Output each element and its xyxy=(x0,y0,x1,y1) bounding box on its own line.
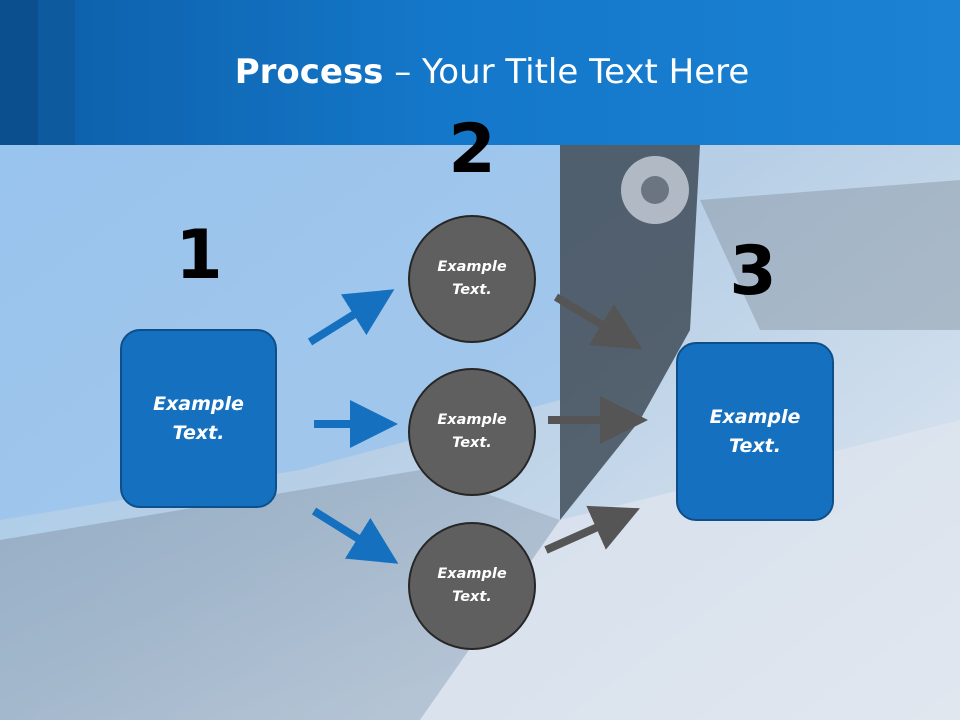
circle-top-line2: Text. xyxy=(452,282,492,298)
circle-middle-line1: Example xyxy=(437,412,507,428)
step-number-3: 3 xyxy=(729,232,777,311)
circle-label: Example Text. xyxy=(437,563,506,609)
step3-box-label: Example Text. xyxy=(710,403,801,461)
process-circle-middle[interactable]: Example Text. xyxy=(408,368,536,496)
circle-bottom-line2: Text. xyxy=(452,589,492,605)
step1-box[interactable]: Example Text. xyxy=(120,329,277,508)
title-text: – Your Title Text Here xyxy=(383,52,750,92)
step1-label-line2: Text. xyxy=(172,421,225,444)
step-number-1: 1 xyxy=(175,216,223,295)
step-number-2: 2 xyxy=(448,110,496,189)
circle-top-line1: Example xyxy=(437,259,507,275)
process-circle-top[interactable]: Example Text. xyxy=(408,215,536,343)
title-banner xyxy=(0,0,960,145)
step1-label-line1: Example xyxy=(153,392,244,415)
banner-accent-strip xyxy=(0,0,38,145)
step3-box[interactable]: Example Text. xyxy=(676,342,834,521)
circle-bottom-line1: Example xyxy=(437,566,507,582)
banner-accent-strip xyxy=(38,0,75,145)
circle-label: Example Text. xyxy=(437,409,506,455)
circle-middle-line2: Text. xyxy=(452,435,492,451)
title-bold: Process xyxy=(234,52,384,92)
step1-box-label: Example Text. xyxy=(153,390,244,448)
slide-title: Process – Your Title Text Here xyxy=(0,52,960,92)
process-circle-bottom[interactable]: Example Text. xyxy=(408,522,536,650)
step3-label-line2: Text. xyxy=(729,434,781,457)
circle-label: Example Text. xyxy=(437,256,506,302)
step3-label-line1: Example xyxy=(709,405,801,428)
